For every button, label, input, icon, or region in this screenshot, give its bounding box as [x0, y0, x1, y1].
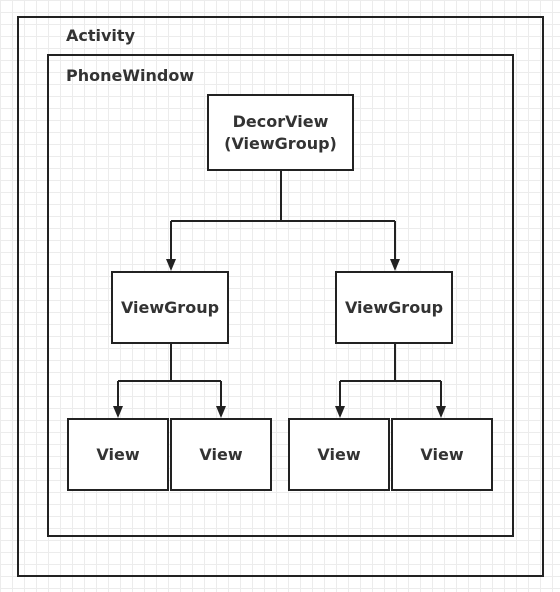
arrowhead-vg-right	[390, 259, 400, 271]
arrowhead-view-2	[216, 406, 226, 418]
view-3-label: View	[317, 444, 361, 464]
arrowhead-view-4	[436, 406, 446, 418]
activity-label: Activity	[66, 26, 135, 45]
view-4-label: View	[420, 444, 464, 464]
view-node-3: View	[288, 418, 390, 491]
phone-window-frame	[47, 54, 514, 537]
decor-view-type-label: (ViewGroup)	[224, 133, 337, 153]
view-2-label: View	[199, 444, 243, 464]
view-group-left-label: ViewGroup	[120, 297, 220, 317]
view-1-label: View	[96, 444, 140, 464]
arrowhead-vg-left	[166, 259, 176, 271]
decor-view-node: DecorView (ViewGroup)	[207, 94, 354, 171]
arrowhead-view-1	[113, 406, 123, 418]
phone-window-label: PhoneWindow	[66, 66, 195, 85]
view-group-left-node: ViewGroup	[111, 271, 229, 344]
view-node-1: View	[67, 418, 169, 491]
view-node-2: View	[170, 418, 272, 491]
view-group-right-node: ViewGroup	[335, 271, 453, 344]
view-group-right-label: ViewGroup	[344, 297, 444, 317]
decor-view-label: DecorView	[232, 111, 329, 131]
activity-frame	[17, 16, 544, 577]
arrowhead-view-3	[335, 406, 345, 418]
view-node-4: View	[391, 418, 493, 491]
